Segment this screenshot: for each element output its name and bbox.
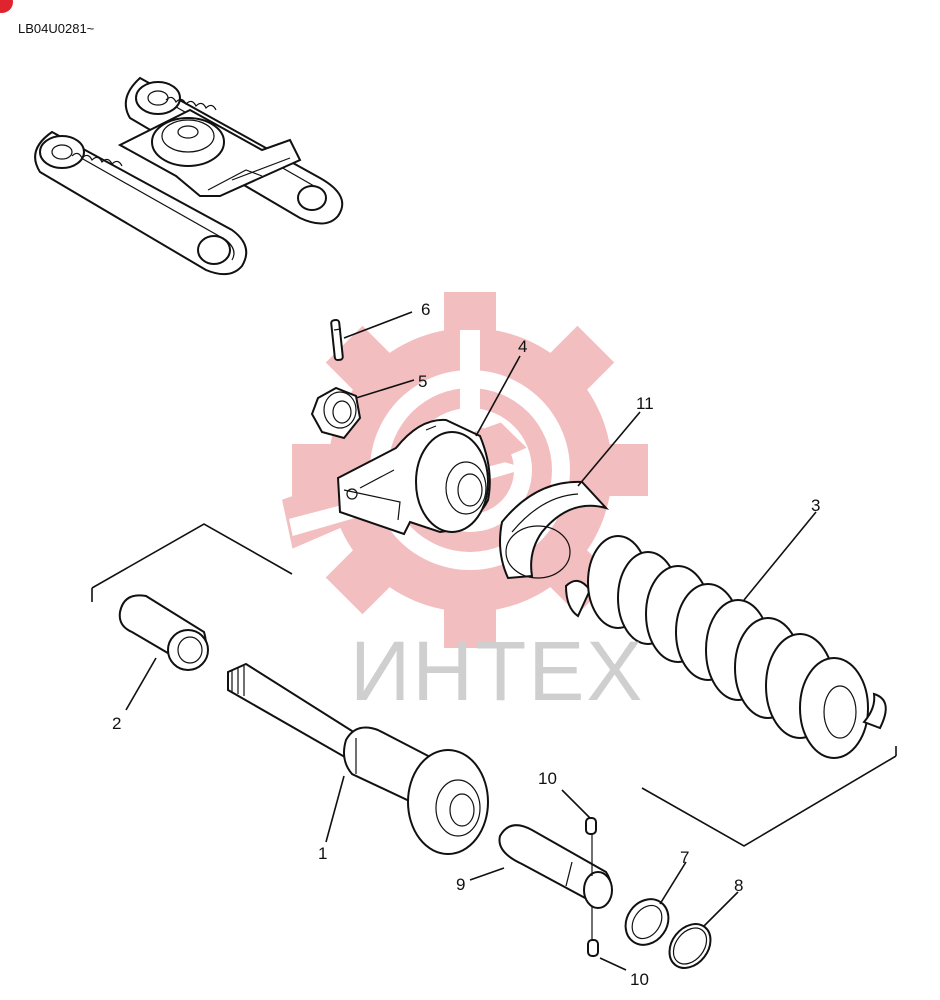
part-3-spring	[564, 535, 887, 759]
part-2-sleeve	[118, 594, 209, 671]
callout-numbers: 6 5 4 11 3 2 1 10 9 7 8 10	[112, 300, 820, 989]
part-10-dowel-upper	[585, 817, 597, 835]
part-1-rod	[227, 662, 489, 855]
callout-8: 8	[734, 876, 743, 895]
callout-10-lower: 10	[630, 970, 649, 989]
drawing-code: LB04U0281~	[18, 21, 95, 36]
callout-4: 4	[518, 337, 527, 356]
part-5-nut	[310, 386, 362, 440]
callout-6: 6	[421, 300, 430, 319]
callout-9: 9	[456, 875, 465, 894]
alignment-lines	[91, 523, 897, 940]
callout-7: 7	[680, 848, 689, 867]
watermark-text: ИНТЕХ	[350, 624, 644, 718]
callout-10-upper: 10	[538, 769, 557, 788]
callout-11: 11	[636, 394, 654, 413]
callout-5: 5	[418, 372, 427, 391]
part-7-ring	[624, 898, 670, 946]
part-4-bracket	[336, 418, 491, 536]
callout-1: 1	[318, 844, 327, 863]
callout-2: 2	[112, 714, 121, 733]
callout-3: 3	[811, 496, 820, 515]
part-6-pin	[330, 318, 344, 362]
corner-badge	[0, 0, 13, 13]
part-11-plate	[499, 480, 610, 580]
leader-lines	[125, 311, 817, 971]
part-10-dowel-lower	[587, 939, 599, 957]
part-8-oring	[668, 923, 712, 969]
part-9-pin	[498, 824, 613, 909]
undercarriage-overview	[34, 76, 344, 276]
